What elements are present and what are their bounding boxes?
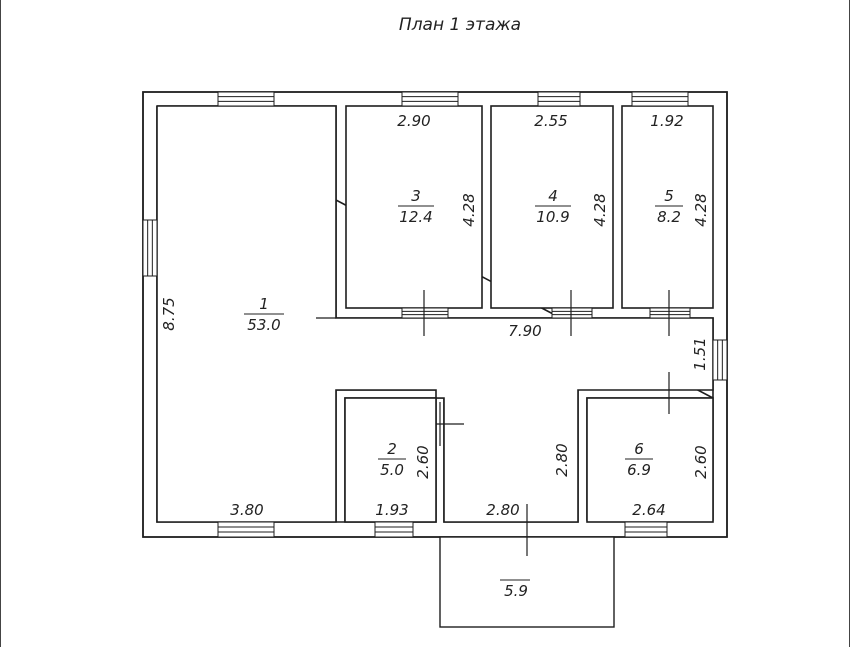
door-markers — [316, 290, 670, 556]
room-4-area: 10.9 — [536, 208, 569, 226]
window-room1-top — [217, 91, 275, 107]
room-2-number: 2 — [387, 440, 397, 458]
room-5 — [621, 105, 714, 309]
dim-room4-width: 2.55 — [534, 112, 567, 130]
room-4 — [490, 105, 614, 309]
dim-room1-width: 3.80 — [230, 501, 263, 519]
dim-room2-height: 2.60 — [414, 445, 432, 478]
dim-room3-width: 2.90 — [397, 112, 430, 130]
room-3-area: 12.4 — [399, 208, 432, 226]
dim-room4-height: 4.28 — [591, 193, 609, 226]
dim-room2-width: 1.93 — [375, 501, 408, 519]
room-1-area: 53.0 — [247, 316, 280, 334]
opening-room3 — [401, 307, 449, 319]
room-1-number: 1 — [259, 295, 269, 313]
dim-corridor-width: 7.90 — [508, 322, 541, 340]
room-6-number: 6 — [634, 440, 644, 458]
window-room3-top — [401, 91, 459, 107]
room-6-area: 6.9 — [627, 461, 651, 479]
window-room1-bottom — [217, 521, 275, 538]
dim-room6-height: 2.60 — [692, 445, 710, 478]
room-2 — [344, 397, 437, 523]
window-room5-top — [631, 91, 689, 107]
room-labels: 1 53.0 2 5.0 3 12.4 4 10.9 5 8.2 6 6.9 5… — [244, 187, 683, 600]
window-corridor-right — [712, 339, 728, 381]
window-room4-top — [537, 91, 581, 107]
room-5-number: 5 — [664, 187, 674, 205]
room-3-number: 3 — [411, 187, 421, 205]
plan-title: План 1 этажа — [399, 15, 521, 35]
dim-room5-height: 4.28 — [692, 193, 710, 226]
room-3 — [345, 105, 483, 309]
dim-room6-width: 2.64 — [632, 501, 665, 519]
porch-area: 5.9 — [504, 582, 528, 600]
dim-hall-width: 2.80 — [486, 501, 519, 519]
dim-room1-height: 8.75 — [160, 297, 178, 330]
dim-corridor-height: 1.51 — [691, 337, 709, 370]
room-4-number: 4 — [548, 187, 558, 205]
dim-hall-height: 2.80 — [553, 443, 571, 476]
window-room2-bottom — [374, 521, 414, 538]
room-6 — [586, 397, 714, 523]
room-5-area: 8.2 — [657, 208, 681, 226]
window-room6-bottom — [624, 521, 668, 538]
dim-room3-height: 4.28 — [460, 193, 478, 226]
opening-room4 — [551, 307, 593, 319]
dim-room5-width: 1.92 — [650, 112, 683, 130]
opening-room5 — [649, 307, 691, 319]
window-room1-left — [142, 219, 158, 277]
dimension-labels: 8.75 3.80 1.93 2.60 2.90 4.28 2.55 4.28 … — [160, 112, 710, 519]
room-2-area: 5.0 — [380, 461, 404, 479]
windows — [142, 91, 728, 538]
room-1-and-corridor — [156, 105, 714, 523]
